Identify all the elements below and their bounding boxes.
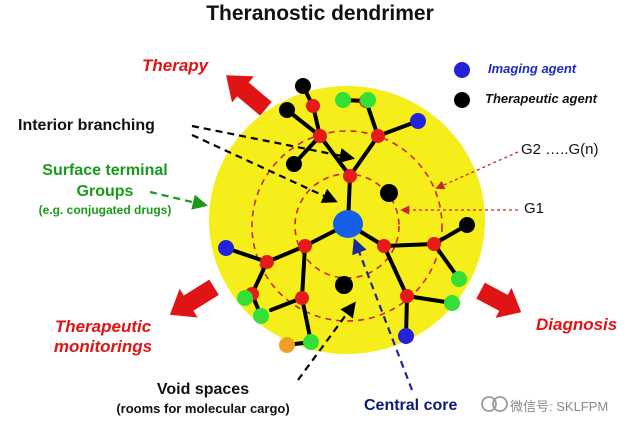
therapeutic-agent-dot (279, 102, 295, 118)
interior-branching-label: Interior branching (18, 117, 155, 134)
terminal-groups (237, 92, 467, 350)
void-spaces-line2: (rooms for molecular cargo) (116, 401, 290, 416)
terminal-group-green (360, 92, 376, 108)
generation-pointers (400, 151, 519, 215)
diagnosis-label: Diagnosis (536, 315, 618, 334)
therapy-label: Therapy (142, 56, 209, 75)
therapeutic-monitorings-line2: monitorings (53, 337, 153, 356)
imaging-agent-dot (218, 240, 234, 256)
generation-outer-label: G2 …..G(n) (521, 141, 599, 158)
annotation-arrows (149, 124, 414, 391)
imaging-agent-dot (398, 328, 414, 344)
imaging-agents (218, 113, 426, 344)
watermark: 微信号: SKLFPM (510, 399, 609, 414)
legend-therapeutic-label: Therapeutic agent (485, 91, 597, 106)
terminal-group-green (444, 295, 460, 311)
red-arrows (169, 75, 522, 318)
branch-node (400, 289, 414, 303)
diagram-title: Theranostic dendrimer (206, 2, 434, 25)
therapeutic-agent-dot (286, 156, 302, 172)
surface-terminal-line2: Groups (76, 183, 134, 200)
central-core (333, 210, 363, 238)
terminal-group-green (451, 271, 467, 287)
monitoring-arrow (169, 279, 219, 318)
branch-node (295, 291, 309, 305)
void-spaces-line1: Void spaces (156, 381, 250, 398)
surface-terminal-label: Surface terminal Groups (e.g. conjugated… (10, 160, 200, 218)
wechat-icon (481, 396, 508, 412)
branch-node (306, 99, 320, 113)
terminal-group-orange (279, 337, 295, 353)
legend-imaging-label: Imaging agent (488, 61, 577, 76)
surface-terminal-example: (e.g. conjugated drugs) (38, 203, 172, 217)
therapeutic-agent-dot (335, 276, 353, 294)
therapeutic-monitorings-label: Therapeutic monitorings (44, 317, 162, 357)
interior-branching-pointer (191, 124, 356, 164)
therapeutic-monitorings-line1: Therapeutic (54, 317, 152, 336)
therapeutic-agent-dot (295, 78, 311, 94)
imaging-agent-dot (410, 113, 426, 129)
branch-node (371, 129, 385, 143)
terminal-group-green (237, 290, 253, 306)
branch-node (377, 239, 391, 253)
branch-node (343, 169, 357, 183)
central-core-pointer (352, 238, 414, 391)
surface-terminal-line1: Surface terminal (42, 162, 168, 179)
terminal-group-green (335, 92, 351, 108)
terminal-group-green (253, 308, 269, 324)
generation-shell-outer (251, 130, 443, 322)
therapeutic-agent-dot (380, 184, 398, 202)
void-spaces-label: Void spaces (rooms for molecular cargo) (88, 380, 318, 418)
therapeutic-agents (279, 78, 475, 294)
terminal-group-green (303, 334, 319, 350)
central-core-label: Central core (364, 397, 458, 414)
branch-node (260, 255, 274, 269)
surface-terminal-pointer (149, 190, 208, 210)
legend-imaging-dot (454, 62, 470, 78)
branch-node (313, 129, 327, 143)
diagnosis-arrow (476, 282, 522, 318)
therapeutic-agent-dot (459, 217, 475, 233)
branch-node (298, 239, 312, 253)
g-outer-pointer (435, 151, 519, 190)
branch-node (427, 237, 441, 251)
generation-inner-label: G1 (524, 200, 545, 217)
void-spaces-pointer (297, 301, 356, 381)
legend-therapeutic-dot (454, 92, 470, 108)
interior-branching-pointer (191, 134, 338, 203)
therapy-arrow (226, 75, 272, 116)
